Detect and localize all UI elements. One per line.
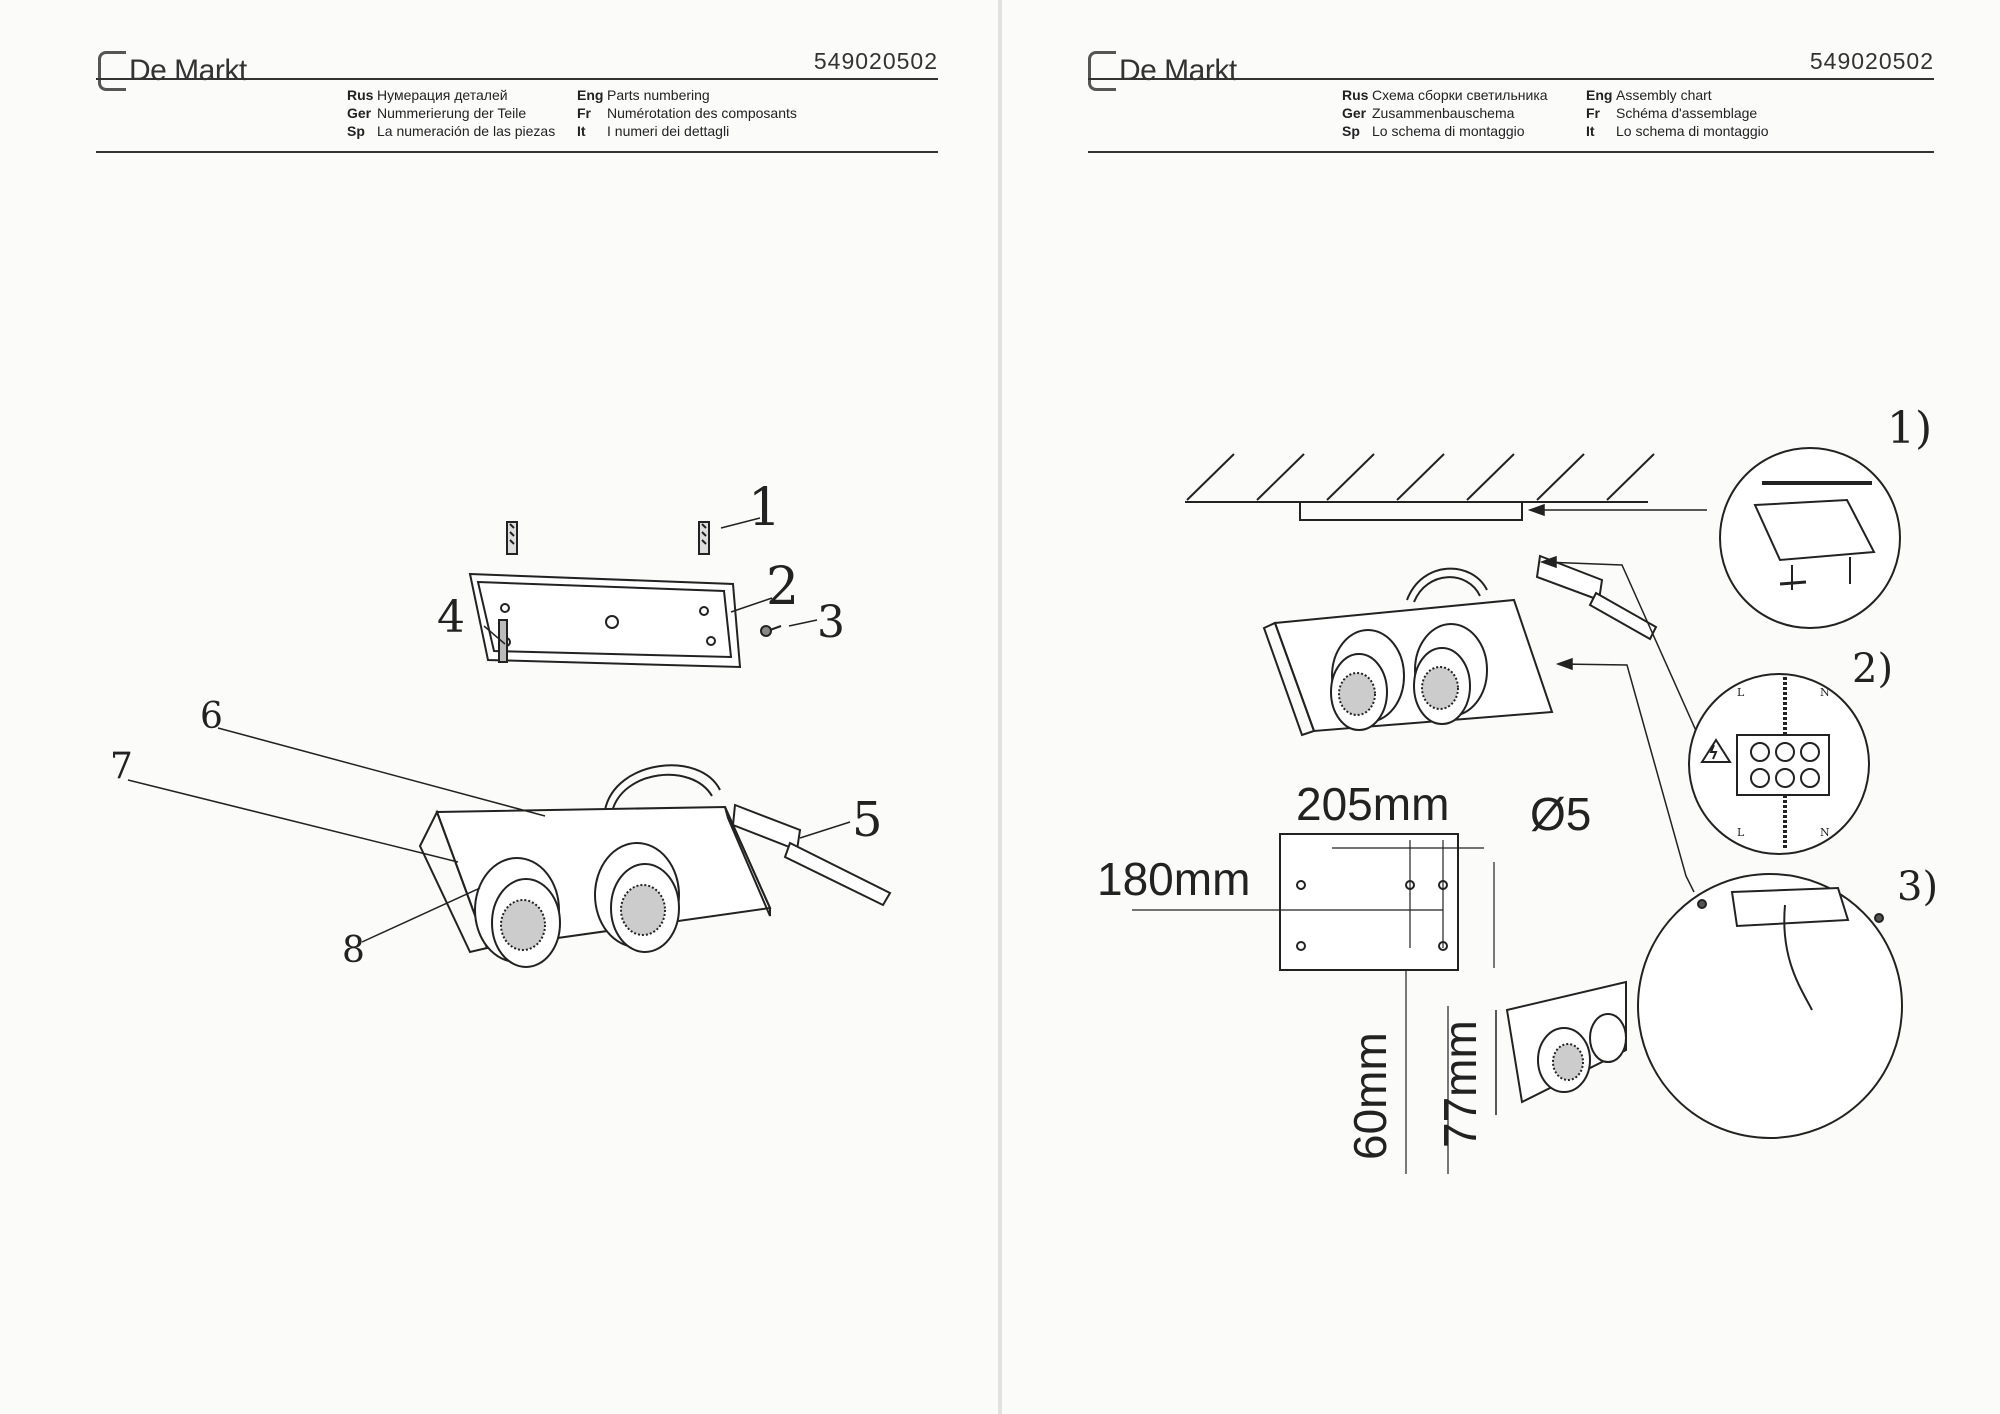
part-label-5: 5 — [852, 792, 883, 848]
header-rule — [96, 78, 938, 80]
document-number: 549020502 — [1809, 48, 1934, 74]
ceiling-surface — [1185, 453, 1655, 521]
terminal-label-n-top: N — [1820, 686, 1830, 699]
assembly-diagram: 1) 2) 3) 205mm Ø5 180mm 60mm 77mm L N L … — [1097, 403, 1938, 1174]
spot-left — [474, 857, 561, 968]
part-label-3: 3 — [817, 597, 845, 648]
brand-logo: De Markt — [98, 48, 247, 94]
callout-arrows — [1527, 503, 1719, 893]
parts-diagram: 1 2 3 4 5 6 7 8 — [110, 478, 892, 971]
step-label-1: 1) — [1887, 403, 1932, 454]
part-label-8: 8 — [342, 930, 365, 971]
page-gutter — [998, 0, 1002, 1414]
part-label-1: 1 — [748, 478, 781, 538]
spot-right — [594, 842, 680, 953]
step-label-3: 3) — [1897, 864, 1938, 910]
brand-logo: De Markt — [1088, 48, 1237, 94]
dimension-height-b: 77mm — [1434, 1020, 1486, 1148]
step-label-2: 2) — [1852, 646, 1893, 692]
dimension-width: 205mm — [1296, 778, 1449, 830]
wall-plug-right — [698, 521, 710, 555]
detail-1-ceiling-mount — [1719, 447, 1901, 629]
wall-mounted-view — [1495, 980, 1627, 1115]
terminal-label-l-top: L — [1737, 686, 1745, 699]
fixture-body — [418, 764, 892, 968]
caption-rule — [96, 151, 938, 153]
leader-lines — [127, 517, 851, 943]
terminal-label-n-bottom: N — [1820, 826, 1830, 839]
mounting-plate — [468, 572, 742, 669]
brand-name: De Markt — [1119, 54, 1237, 87]
wall-plug-left — [506, 521, 518, 555]
part-label-6: 6 — [200, 696, 223, 737]
logo-bracket-icon — [1088, 51, 1116, 91]
part-label-4: 4 — [437, 592, 465, 643]
part-label-2: 2 — [766, 557, 799, 617]
drill-template — [1132, 833, 1495, 1174]
logo-bracket-icon — [98, 51, 126, 91]
document-number: 549020502 — [813, 48, 938, 74]
dimension-spacing: 180mm — [1097, 853, 1250, 905]
dimension-height-a: 60mm — [1344, 1032, 1396, 1160]
terminal-label-l-bottom: L — [1737, 826, 1745, 839]
header-rule — [1088, 78, 1934, 80]
caption-rule — [1088, 151, 1934, 153]
brand-name: De Markt — [129, 54, 247, 87]
detail-3-fixture-attached — [1637, 873, 1903, 1139]
dimension-hole: Ø5 — [1530, 788, 1591, 840]
screw-left — [498, 619, 508, 663]
part-label-7: 7 — [110, 746, 133, 787]
fixture-body — [1262, 554, 1658, 737]
detail-2-terminal-block — [1688, 673, 1870, 855]
screw-right — [760, 625, 782, 637]
